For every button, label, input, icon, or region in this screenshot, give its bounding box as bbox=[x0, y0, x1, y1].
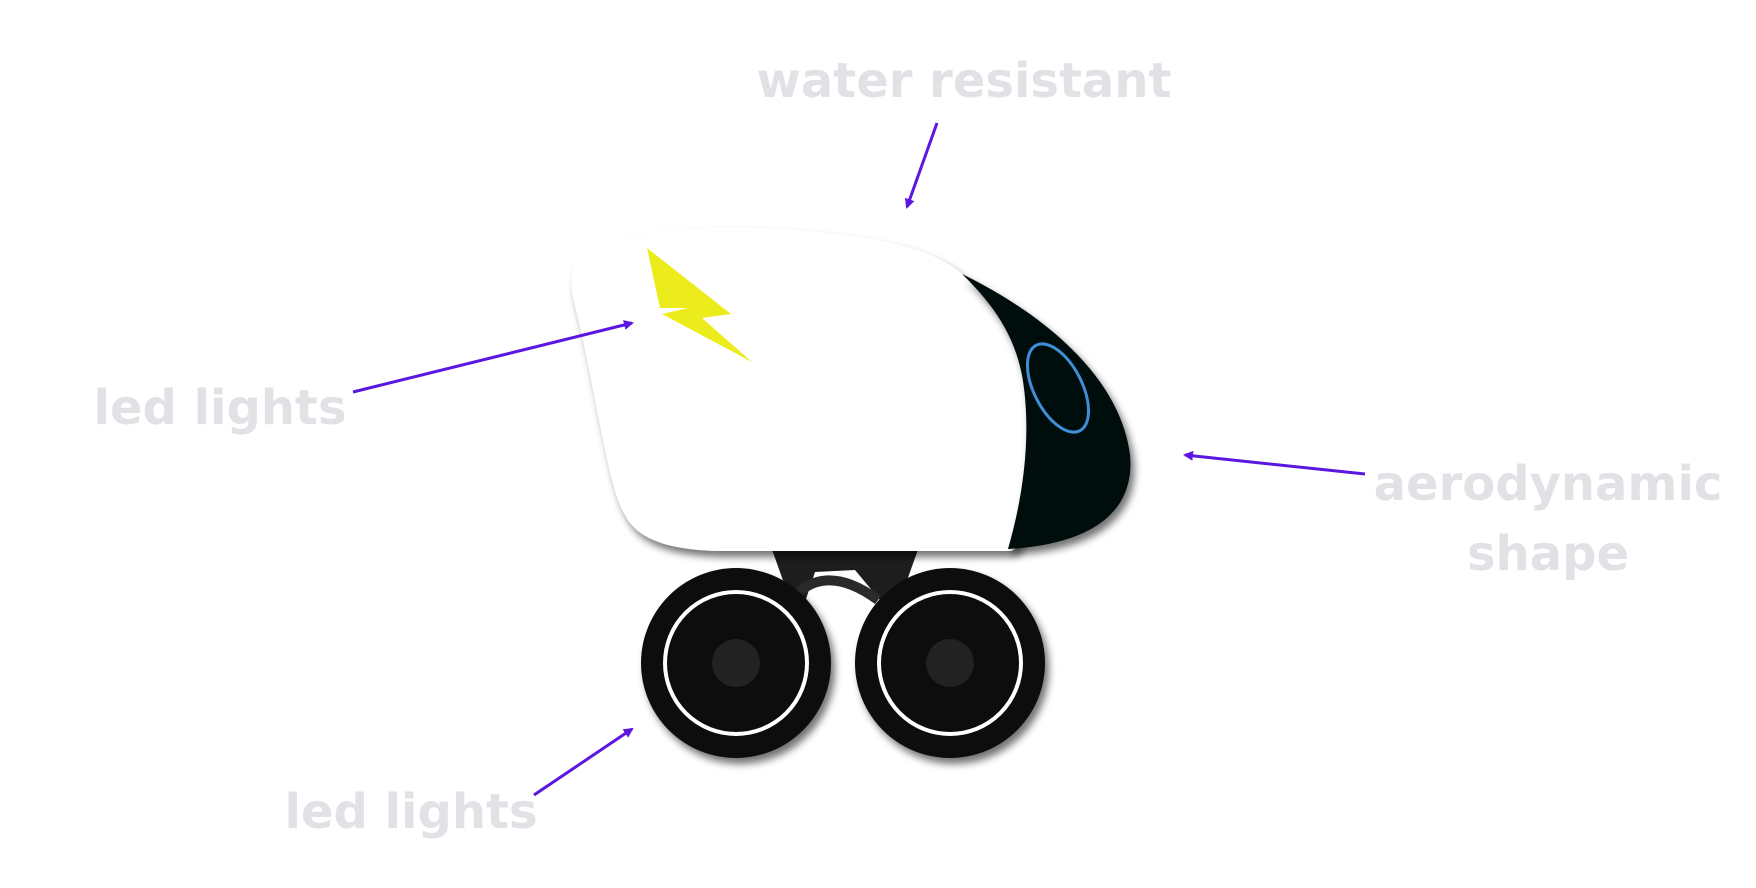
arrow-water-resistant bbox=[904, 122, 939, 209]
wheel-right bbox=[855, 568, 1045, 758]
label-shape: shape bbox=[1467, 526, 1629, 582]
arrow-led-lights-top bbox=[352, 320, 634, 394]
rover-body bbox=[571, 227, 1032, 551]
nose-section bbox=[962, 274, 1131, 549]
arrow-aerodynamic-shape bbox=[1183, 450, 1366, 476]
label-aerodynamic: aerodynamic bbox=[1374, 456, 1723, 512]
window bbox=[1025, 342, 1091, 434]
label-water-resistant: water resistant bbox=[757, 53, 1172, 109]
lightning-bolt-icon bbox=[647, 248, 752, 362]
wheel-left bbox=[641, 568, 831, 758]
arrow-led-lights-bottom bbox=[533, 727, 634, 797]
label-led-lights-top: led lights bbox=[93, 380, 346, 436]
label-led-lights-bottom: led lights bbox=[284, 784, 537, 840]
